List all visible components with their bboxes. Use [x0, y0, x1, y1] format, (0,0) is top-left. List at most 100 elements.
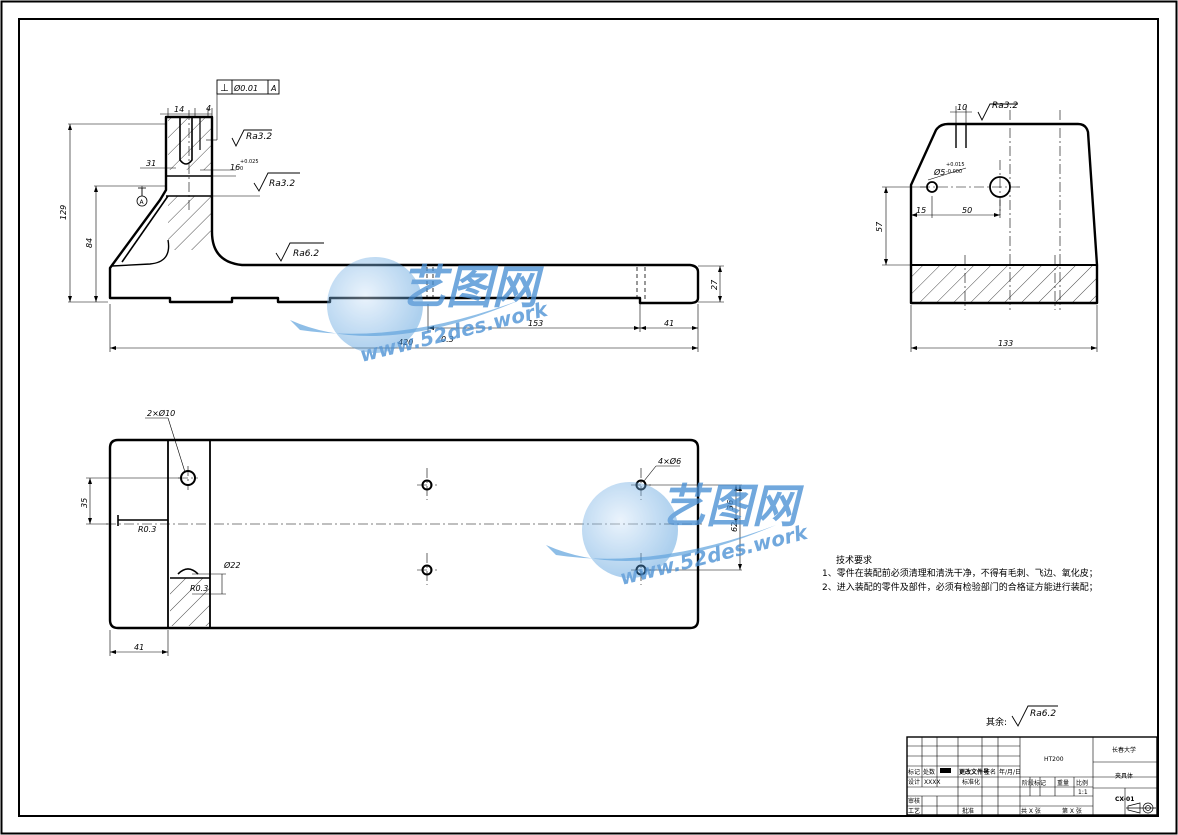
front-outline — [108, 115, 700, 305]
top-dimensions — [86, 417, 742, 656]
watermark-2: 艺图网 www.52des.work — [546, 479, 811, 590]
tb-drawing-no: CX-01 — [1115, 796, 1134, 803]
front-roughness-a: Ra3.2 — [246, 132, 272, 142]
tb-count: 处数 — [923, 768, 935, 776]
gdt-frame — [216, 79, 280, 95]
side-section-hatch — [911, 265, 1097, 303]
dim-31: 31 — [146, 159, 156, 168]
top-label-b: R0.3 — [190, 584, 208, 593]
top-holes-2x: 2×Ø10 — [147, 408, 175, 418]
side-view: Ra3.2 57 15 50 133 10 Ø5 +0.015 -0.000 — [875, 101, 1099, 352]
tb-material: HT200 — [1044, 756, 1064, 763]
tb-date: 年/月/日 — [999, 768, 1021, 776]
dim-bore: 16 — [230, 163, 240, 172]
other-roughness-label: 其余: — [986, 716, 1007, 728]
tb-scale: 1:1 — [1078, 789, 1088, 796]
tb-weight-label: 重量 — [1057, 779, 1069, 787]
front-web-curve — [111, 239, 170, 267]
tb-part-name: 夹具体 — [1115, 772, 1133, 780]
front-web-line — [121, 195, 169, 263]
front-top-slot — [179, 118, 193, 165]
tb-standard: 标准化 — [962, 778, 980, 786]
dim-4: 4 — [206, 104, 211, 113]
side-hole-tol: +0.015 — [946, 162, 965, 168]
title-block-fill-mark — [940, 768, 951, 773]
dim-0-3: 0.3 — [441, 335, 454, 344]
dim-10: 10 — [957, 103, 967, 112]
datum-marker — [136, 187, 148, 207]
front-view: Ra3.2 Ra3.2 Ra6.2 ⊥ Ø0.01 A A 129 84 27 … — [59, 79, 724, 352]
dim-62: 62 — [730, 522, 739, 532]
tb-sheet-no: 第 X 张 — [1062, 807, 1082, 815]
gdt-symbol: ⊥ — [220, 83, 229, 94]
front-roughness-b: Ra3.2 — [269, 179, 295, 189]
top-dim-arrows — [88, 478, 742, 654]
dim-35: 35 — [80, 498, 89, 508]
tb-process: 工艺 — [908, 807, 920, 815]
front-dimensions — [68, 92, 724, 352]
projection-symbol — [1126, 802, 1156, 814]
datum-letter: A — [140, 199, 145, 206]
title-block: HT200 长春大学 夹具体 CX-01 标记 处数 更改文件号 签名 年/月/… — [906, 736, 1158, 816]
dim-420: 420 — [398, 338, 413, 347]
side-hole-dia: Ø5 — [933, 167, 945, 177]
other-roughness-symbol — [1011, 705, 1058, 727]
dim-41: 41 — [664, 319, 674, 328]
other-roughness: 其余: Ra6.2 — [986, 705, 1058, 728]
front-section-hatch-web — [168, 196, 211, 250]
side-hole-tol-lower: -0.000 — [946, 169, 962, 175]
watermark-text-cn-2: 艺图网 — [660, 479, 804, 533]
side-dim-arrows — [884, 187, 1097, 350]
watermark-text-cn: 艺图网 — [400, 260, 544, 314]
tb-sheet-total: 共 X 张 — [1021, 807, 1041, 815]
front-roughness-symbols — [231, 129, 324, 262]
dim-153: 153 — [528, 319, 543, 328]
top-counterbore — [177, 568, 199, 575]
tb-mark: 标记 — [908, 768, 920, 776]
tb-change-doc: 更改文件号 — [959, 768, 989, 776]
gdt-datum: A — [270, 84, 276, 93]
side-outline — [909, 122, 1099, 305]
top-outline — [108, 438, 700, 630]
dim-84: 84 — [85, 238, 94, 248]
technical-notes: 技术要求 1、零件在装配前必须清理和清洗干净，不得有毛刺、飞边、氧化皮； 2、进… — [822, 554, 1098, 593]
tb-school: 长春大学 — [1112, 746, 1136, 754]
watermark-globe-icon — [327, 257, 423, 353]
top-holes-4x: 4×Ø6 — [658, 456, 681, 466]
notes-line-2: 2、进入装配的零件及部件，必须有检验部门的合格证方能进行装配； — [822, 581, 1098, 593]
tb-check: 审核 — [908, 797, 920, 805]
front-roughness-c: Ra6.2 — [293, 249, 319, 259]
tb-scale-label: 比例 — [1076, 779, 1088, 787]
gdt-tolerance: Ø0.01 — [233, 83, 258, 93]
inner-border — [18, 18, 1159, 817]
dim-129: 129 — [59, 205, 68, 220]
other-roughness-value: Ra6.2 — [1030, 709, 1056, 719]
notes-title: 技术要求 — [836, 554, 872, 566]
side-dimensions — [882, 106, 1098, 352]
tb-approve: 批准 — [962, 807, 974, 815]
dim-41-top: 41 — [134, 643, 144, 652]
dim-57: 57 — [875, 221, 884, 232]
tb-designer: XXXX — [924, 779, 940, 786]
dim-22: Ø22 — [223, 560, 240, 570]
notes-line-1: 1、零件在装配前必须清理和清洗干净，不得有毛刺、飞边、氧化皮； — [822, 567, 1098, 579]
dim-15: 15 — [916, 206, 926, 215]
watermark-globe-icon-2 — [582, 482, 678, 578]
dim-bore-tol-lower: 0 — [240, 166, 243, 172]
watermark-1: 艺图网 www.52des.work — [290, 257, 551, 367]
side-roughness-symbol — [977, 103, 1018, 122]
dim-133: 133 — [998, 339, 1013, 348]
side-roughness: Ra3.2 — [992, 101, 1018, 111]
tb-design: 设计 — [908, 778, 920, 786]
dim-27: 27 — [710, 279, 719, 290]
dim-36: 36 — [726, 500, 735, 510]
tb-sign: 签名 — [984, 768, 996, 776]
top-section-hatch — [170, 578, 210, 626]
top-label-a: R0.3 — [138, 525, 156, 534]
dim-14: 14 — [174, 105, 184, 114]
tb-stage: 阶段标记 — [1022, 779, 1046, 787]
dim-bore-tol-upper: +0.025 — [240, 159, 259, 165]
front-section-hatch-top — [168, 118, 211, 170]
